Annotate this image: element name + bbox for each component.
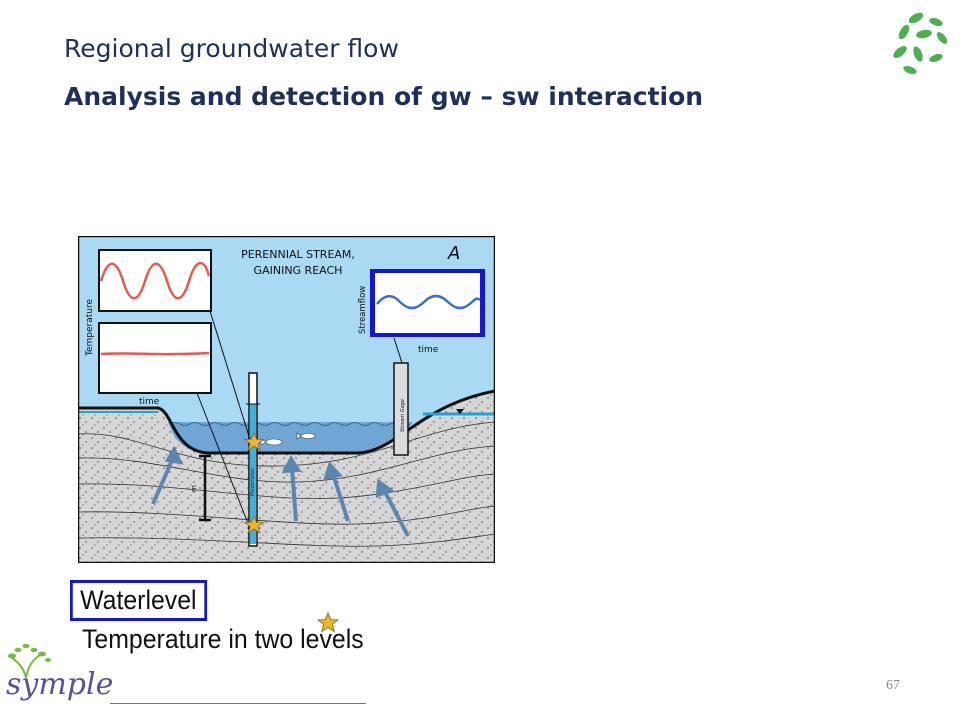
symple-logo: symple (6, 643, 113, 702)
piezometer-label: Piezometer (250, 467, 256, 496)
groundwater-flow-arrows (151, 445, 410, 537)
star-icon (316, 611, 340, 633)
stream-gage (393, 362, 409, 456)
stream-label-line2: GAINING REACH (254, 264, 343, 277)
scale-bar (199, 454, 211, 522)
star-icon-surface (243, 431, 265, 451)
temperature-line-deep (100, 351, 210, 356)
temperature-caption: Temperature in two levels (82, 624, 364, 654)
footer-divider (110, 703, 366, 704)
streamflow-wave (376, 294, 481, 310)
slide-subtitle: Analysis and detection of gw – sw intera… (64, 82, 704, 111)
streambed-line (78, 389, 495, 455)
time-label-right: time (418, 345, 439, 355)
streamflow-axis-label: Streamflow (358, 286, 368, 334)
piezometer (246, 372, 260, 547)
gage-label: Stream Gage (400, 399, 406, 432)
gw-sw-interaction-diagram: m Piezometer Stream Gage Temperature tim… (78, 236, 495, 563)
temperature-chart-bottom (98, 322, 212, 394)
streamflow-chart (370, 269, 485, 337)
time-label-left: time (139, 397, 160, 407)
panel-label: A (447, 243, 460, 264)
stream-water (168, 422, 413, 453)
temperature-chart-top (98, 249, 212, 312)
symple-logo-text: symple (6, 667, 113, 702)
leaf-logo-icon (893, 12, 948, 75)
page-number: 67 (886, 678, 900, 693)
stream-label-line1: PERENNIAL STREAM, (241, 248, 355, 261)
slide-title: Regional groundwater flow (64, 34, 399, 63)
waterlevel-caption: Waterlevel (70, 580, 207, 621)
temperature-wave-surface (99, 261, 211, 300)
star-icon-deep (243, 514, 265, 534)
scale-label: m (190, 485, 198, 492)
temperature-axis-label: Temperature (85, 299, 95, 357)
